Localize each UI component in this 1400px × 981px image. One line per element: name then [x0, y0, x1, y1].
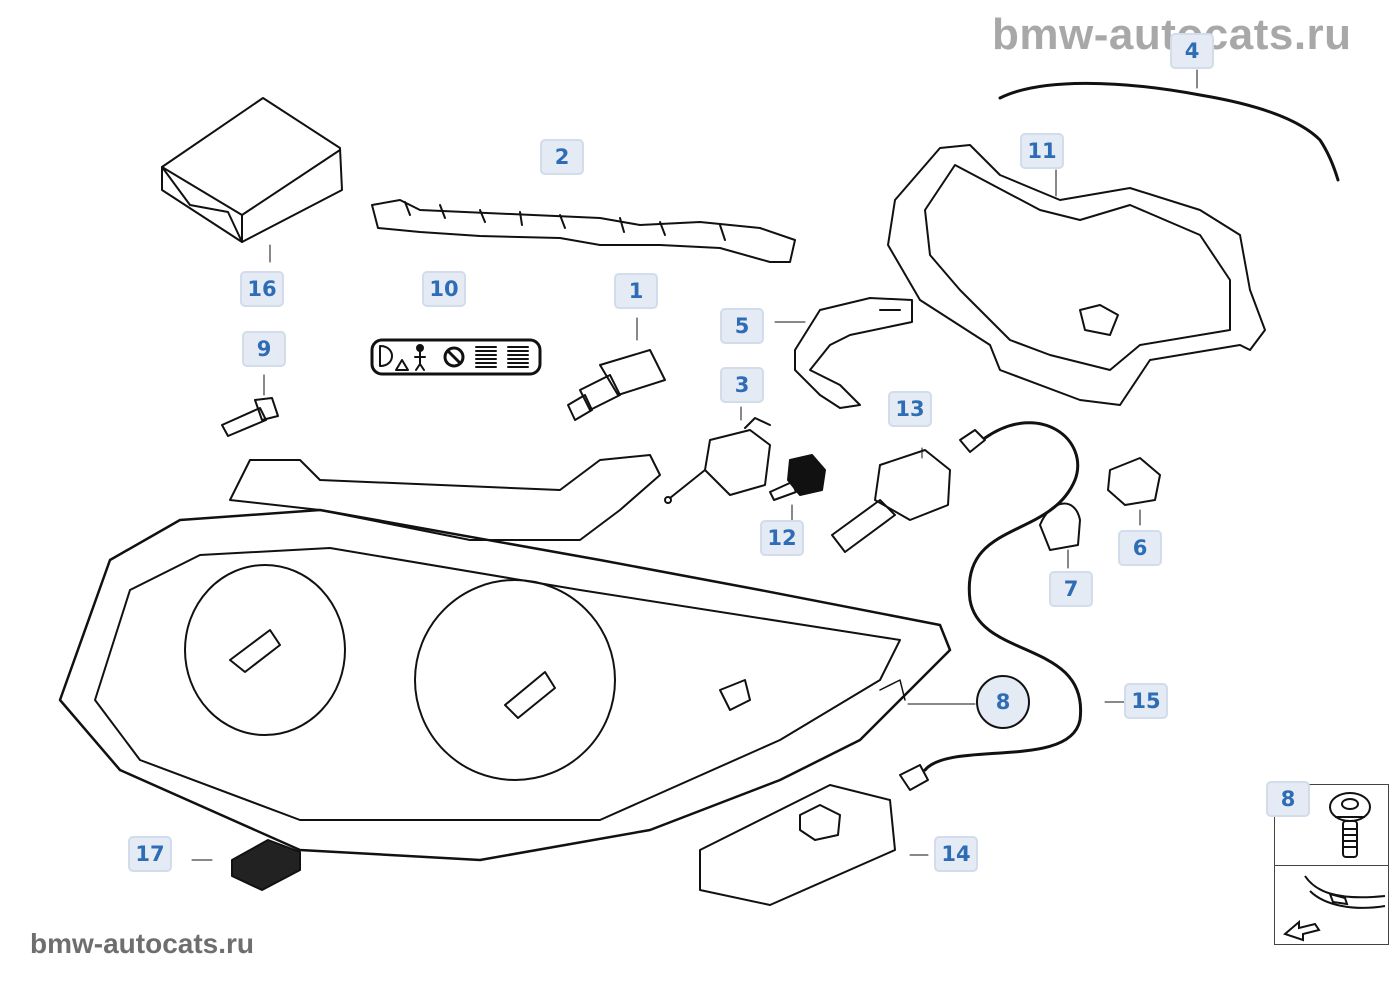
housing-frame-part [887, 144, 1266, 406]
bulb-socket-part [1107, 457, 1161, 526]
connector-part [191, 839, 301, 891]
callout-7[interactable]: 7 [1049, 571, 1093, 607]
callout-9[interactable]: 9 [242, 331, 286, 367]
callout-10[interactable]: 10 [422, 271, 466, 307]
callout-11[interactable]: 11 [1020, 133, 1064, 169]
callout-13[interactable]: 13 [888, 391, 932, 427]
callout-4[interactable]: 4 [1170, 33, 1214, 69]
bulb-holder-part [769, 454, 826, 521]
bulb-part [1039, 502, 1081, 569]
xenon-bulb-part [831, 447, 951, 553]
callout-15[interactable]: 15 [1124, 683, 1168, 719]
screw-icon [1329, 792, 1371, 858]
seal-cord-part [998, 81, 1340, 182]
callout-6[interactable]: 6 [1118, 530, 1162, 566]
bulb-h7-part [567, 317, 666, 421]
control-unit-part [699, 784, 929, 906]
callout-17[interactable]: 17 [128, 836, 172, 872]
callout-8[interactable]: 8 [976, 675, 1030, 729]
callout-16[interactable]: 16 [240, 271, 284, 307]
callout-2[interactable]: 2 [540, 139, 584, 175]
bolt-part [221, 374, 279, 437]
adjusting-actuator-part [664, 406, 771, 504]
watermark-bottom: bmw-autocats.ru [30, 928, 255, 959]
mounting-bracket-part [371, 199, 796, 263]
callout-14[interactable]: 14 [934, 836, 978, 872]
callout-1[interactable]: 1 [614, 273, 658, 309]
info-label-part [370, 338, 542, 376]
vehicle-location-icon [1283, 875, 1386, 942]
holder-bracket-part [774, 297, 913, 409]
callout-3[interactable]: 3 [720, 367, 764, 403]
headlight-assembly-part [58, 454, 976, 862]
callout-12[interactable]: 12 [760, 520, 804, 556]
repair-kit-box-part [161, 97, 343, 263]
inset-location-panel [1274, 865, 1389, 945]
wiring-harness-part [899, 421, 1126, 791]
callout-5[interactable]: 5 [720, 308, 764, 344]
inset-callout-8[interactable]: 8 [1266, 781, 1310, 817]
